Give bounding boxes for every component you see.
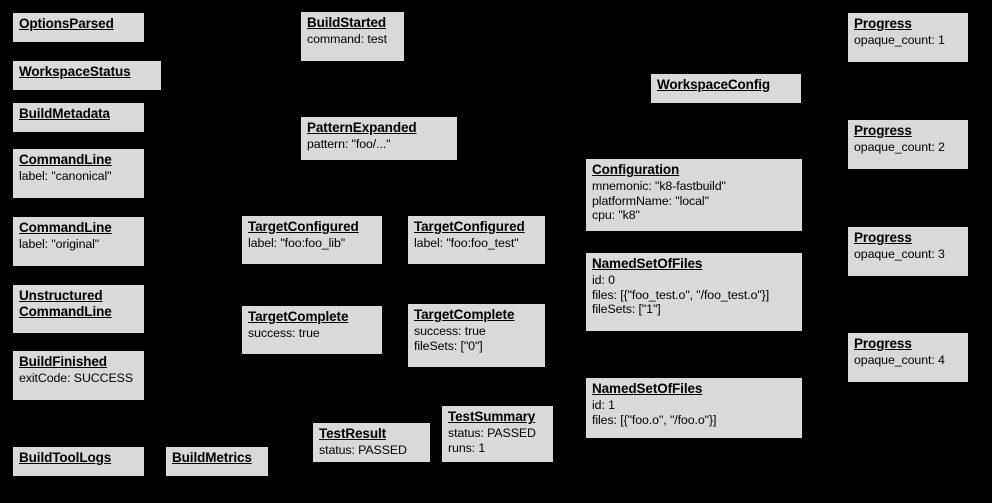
node-fields: id: 1 files: [{"foo.o", "/foo.o"}] xyxy=(592,397,717,427)
node-fields: opaque_count: 1 xyxy=(854,32,945,47)
node-fields: opaque_count: 3 xyxy=(854,246,945,261)
node-title: CommandLine xyxy=(19,152,112,167)
node-title: TargetComplete xyxy=(414,307,515,322)
node-title: Progress xyxy=(854,16,912,31)
node-fields: opaque_count: 2 xyxy=(854,139,945,154)
graph-node-workspace-status[interactable]: WorkspaceStatus xyxy=(12,60,162,91)
node-title: CommandLine xyxy=(19,220,112,235)
graph-node-options-parsed[interactable]: OptionsParsed xyxy=(12,12,145,43)
node-fields: label: "foo:foo_lib" xyxy=(248,235,346,250)
node-title: TargetConfigured xyxy=(248,219,359,234)
node-title: BuildToolLogs xyxy=(19,450,112,465)
node-title: Configuration xyxy=(592,162,680,177)
graph-node-unstructured-command-line[interactable]: Unstructured CommandLine xyxy=(12,284,145,334)
node-title: PatternExpanded xyxy=(307,120,417,135)
node-title: BuildMetrics xyxy=(172,450,252,465)
node-title: Progress xyxy=(854,123,912,138)
node-title: BuildMetadata xyxy=(19,106,110,121)
graph-node-build-metrics[interactable]: BuildMetrics xyxy=(165,446,269,477)
node-title: WorkspaceConfig xyxy=(657,77,771,92)
node-fields: pattern: "foo/..." xyxy=(307,136,391,151)
graph-node-workspace-config[interactable]: WorkspaceConfig xyxy=(650,73,802,104)
node-title: Unstructured CommandLine xyxy=(19,288,112,319)
graph-node-build-metadata[interactable]: BuildMetadata xyxy=(12,102,145,133)
node-fields: success: true fileSets: ["0"] xyxy=(414,323,486,353)
node-title: TestSummary xyxy=(448,409,536,424)
node-title: BuildFinished xyxy=(19,354,107,369)
node-fields: status: PASSED xyxy=(319,442,407,457)
node-fields: label: "foo:foo_test" xyxy=(414,235,519,250)
node-title: OptionsParsed xyxy=(19,16,114,31)
node-title: TargetComplete xyxy=(248,309,349,324)
node-title: Progress xyxy=(854,230,912,245)
node-fields: label: "canonical" xyxy=(19,168,112,183)
node-title: NamedSetOfFiles xyxy=(592,381,703,396)
node-fields: opaque_count: 4 xyxy=(854,352,945,367)
node-fields: id: 0 files: [{"foo_test.o", "/foo_test.… xyxy=(592,272,770,317)
node-fields: label: "original" xyxy=(19,236,100,251)
node-fields: mnemonic: "k8-fastbuild" platformName: "… xyxy=(592,178,726,223)
graph-node-build-tool-logs[interactable]: BuildToolLogs xyxy=(12,446,145,477)
node-title: TargetConfigured xyxy=(414,219,525,234)
node-fields: command: test xyxy=(307,31,387,46)
node-title: Progress xyxy=(854,336,912,351)
node-title: TestResult xyxy=(319,426,387,441)
node-title: WorkspaceStatus xyxy=(19,64,131,79)
node-fields: success: true xyxy=(248,325,320,340)
node-title: BuildStarted xyxy=(307,15,387,30)
node-fields: exitCode: SUCCESS xyxy=(19,370,133,385)
node-fields: status: PASSED runs: 1 xyxy=(448,425,536,455)
node-title: NamedSetOfFiles xyxy=(592,256,703,271)
